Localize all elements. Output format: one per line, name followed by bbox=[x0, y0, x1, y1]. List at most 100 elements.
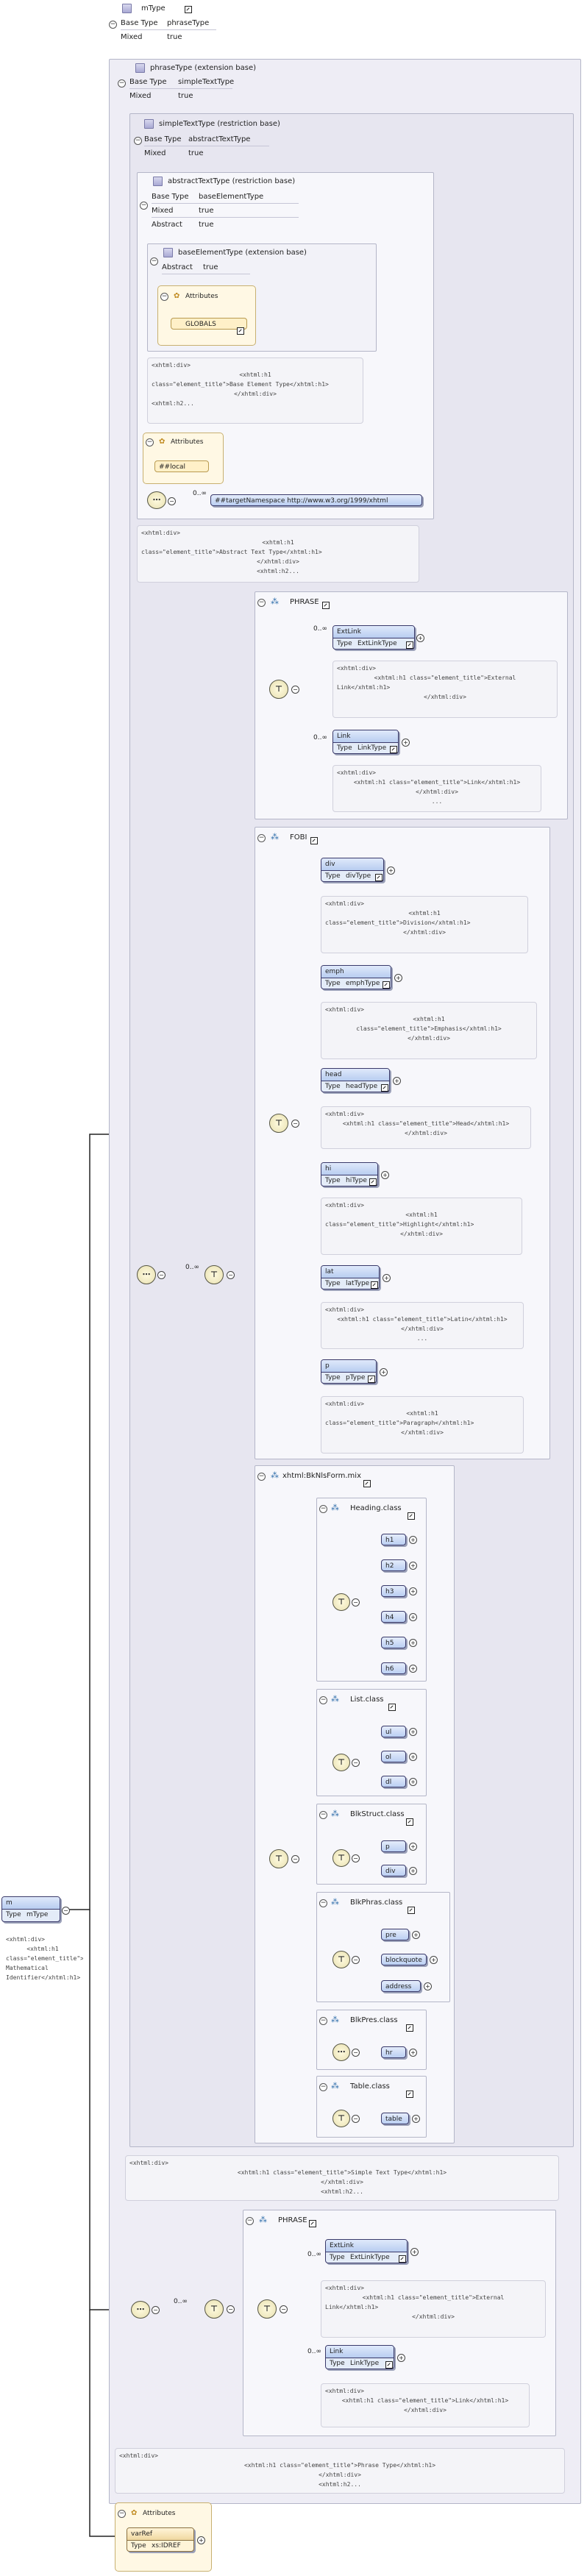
collapse-toggle[interactable]: − bbox=[146, 438, 154, 446]
collapse-toggle[interactable]: − bbox=[257, 599, 266, 607]
h5-element[interactable]: h5 bbox=[381, 1637, 406, 1648]
collapse-toggle[interactable]: − bbox=[109, 21, 117, 29]
expand-plus[interactable]: + bbox=[409, 1843, 417, 1851]
expand-plus[interactable]: + bbox=[409, 1587, 417, 1595]
reference-link-icon[interactable] bbox=[310, 837, 318, 844]
expand-plus[interactable]: + bbox=[402, 739, 410, 747]
choice-icon[interactable]: ⊤ bbox=[332, 1754, 350, 1771]
collapse-toggle[interactable]: − bbox=[118, 79, 126, 88]
expand-plus[interactable]: − bbox=[152, 2306, 160, 2314]
reference-link-icon[interactable] bbox=[363, 1480, 371, 1487]
expand-plus[interactable]: + bbox=[409, 2049, 417, 2057]
reference-link-icon[interactable] bbox=[406, 2091, 413, 2098]
expand-plus[interactable]: − bbox=[291, 1855, 299, 1863]
reference-link-icon[interactable] bbox=[406, 641, 413, 649]
p-element[interactable]: p bbox=[381, 1840, 406, 1852]
collapse-toggle[interactable]: − bbox=[118, 2510, 126, 2518]
expand-plus[interactable]: + bbox=[197, 2536, 205, 2544]
collapse-toggle[interactable]: − bbox=[319, 1696, 327, 1704]
choice-icon[interactable]: ⊤ bbox=[332, 2110, 350, 2127]
pre-element[interactable]: pre bbox=[381, 1929, 409, 1940]
reference-link-icon[interactable] bbox=[375, 874, 383, 881]
expand-plus[interactable]: + bbox=[409, 1665, 417, 1673]
globals-attribute-group[interactable]: GLOBALS bbox=[171, 318, 247, 330]
div-element[interactable]: div bbox=[381, 1865, 406, 1876]
expand-plus[interactable]: − bbox=[352, 1759, 360, 1767]
reference-link-icon[interactable] bbox=[390, 746, 397, 753]
dl-element[interactable]: dl bbox=[381, 1776, 406, 1787]
hr-element[interactable]: hr bbox=[381, 2046, 406, 2058]
address-element[interactable]: address bbox=[381, 1980, 421, 1992]
collapse-toggle[interactable]: − bbox=[140, 202, 148, 210]
expand-plus[interactable]: − bbox=[352, 2115, 360, 2123]
expand-plus[interactable]: + bbox=[397, 2354, 405, 2362]
expand-plus[interactable]: + bbox=[410, 2248, 419, 2256]
choice-icon[interactable]: ⊤ bbox=[204, 2299, 224, 2319]
reference-link-icon[interactable] bbox=[383, 981, 390, 989]
reference-link-icon[interactable] bbox=[388, 1704, 396, 1711]
collapse-toggle[interactable]: − bbox=[319, 1811, 327, 1819]
collapse-toggle[interactable]: − bbox=[150, 257, 158, 266]
choice-icon[interactable]: ⊤ bbox=[204, 1265, 224, 1284]
sequence-icon[interactable]: ⋯ bbox=[137, 1265, 156, 1284]
h1-element[interactable]: h1 bbox=[381, 1534, 406, 1545]
expand-plus[interactable]: + bbox=[394, 974, 402, 982]
table-element[interactable]: table bbox=[381, 2113, 409, 2124]
h2-element[interactable]: h2 bbox=[381, 1559, 406, 1571]
choice-icon[interactable]: ⊤ bbox=[257, 2299, 277, 2319]
expand-plus[interactable]: + bbox=[409, 1613, 417, 1621]
expand-plus[interactable]: + bbox=[381, 1171, 389, 1179]
expand-plus[interactable]: + bbox=[409, 1753, 417, 1761]
collapse-toggle[interactable]: − bbox=[160, 293, 168, 301]
h6-element[interactable]: h6 bbox=[381, 1662, 406, 1674]
reference-link-icon[interactable] bbox=[185, 6, 192, 13]
reference-link-icon[interactable] bbox=[322, 602, 330, 609]
h4-element[interactable]: h4 bbox=[381, 1611, 406, 1623]
reference-link-icon[interactable] bbox=[399, 2255, 406, 2263]
expand-plus[interactable]: − bbox=[352, 1598, 360, 1607]
collapse-toggle[interactable]: − bbox=[134, 137, 142, 145]
collapse-toggle[interactable]: − bbox=[246, 2217, 254, 2225]
collapse-toggle[interactable]: − bbox=[319, 2017, 327, 2025]
expand-plus[interactable]: + bbox=[416, 634, 424, 642]
sequence-icon[interactable]: ⋯ bbox=[332, 2043, 350, 2061]
reference-link-icon[interactable] bbox=[371, 1281, 378, 1289]
expand-plus[interactable]: + bbox=[409, 1562, 417, 1570]
expand-plus[interactable]: + bbox=[393, 1077, 401, 1085]
choice-icon[interactable]: ⊤ bbox=[332, 1593, 350, 1611]
any-element-wildcard[interactable]: ##targetNamespace http://www.w3.org/1999… bbox=[210, 494, 422, 506]
reference-link-icon[interactable] bbox=[406, 1818, 413, 1826]
expand-plus[interactable]: + bbox=[412, 1931, 420, 1939]
reference-link-icon[interactable] bbox=[385, 2361, 393, 2369]
expand-plus[interactable]: + bbox=[424, 1982, 432, 1990]
expand-plus[interactable]: + bbox=[409, 1728, 417, 1736]
choice-icon[interactable]: ⊤ bbox=[269, 1849, 288, 1868]
expand-plus[interactable]: − bbox=[352, 1956, 360, 1964]
expand-plus[interactable]: − bbox=[227, 1271, 235, 1279]
collapse-toggle[interactable]: − bbox=[319, 1899, 327, 1907]
collapse-toggle[interactable]: − bbox=[257, 834, 266, 842]
reference-link-icon[interactable] bbox=[408, 1907, 415, 1914]
ul-element[interactable]: ul bbox=[381, 1726, 406, 1737]
expand-plus[interactable]: + bbox=[409, 1778, 417, 1786]
choice-icon[interactable]: ⊤ bbox=[332, 1849, 350, 1867]
h3-element[interactable]: h3 bbox=[381, 1585, 406, 1597]
expand-plus[interactable]: + bbox=[412, 2115, 420, 2123]
choice-icon[interactable]: ⊤ bbox=[269, 1114, 288, 1133]
reference-link-icon[interactable] bbox=[368, 1376, 375, 1383]
local-any-attribute[interactable]: ##local bbox=[154, 460, 209, 472]
expand-plus[interactable]: − bbox=[291, 1120, 299, 1128]
expand-plus[interactable]: + bbox=[409, 1639, 417, 1647]
expand-plus[interactable]: + bbox=[430, 1956, 438, 1964]
expand-plus[interactable]: + bbox=[409, 1867, 417, 1875]
expand-plus[interactable]: − bbox=[291, 686, 299, 694]
